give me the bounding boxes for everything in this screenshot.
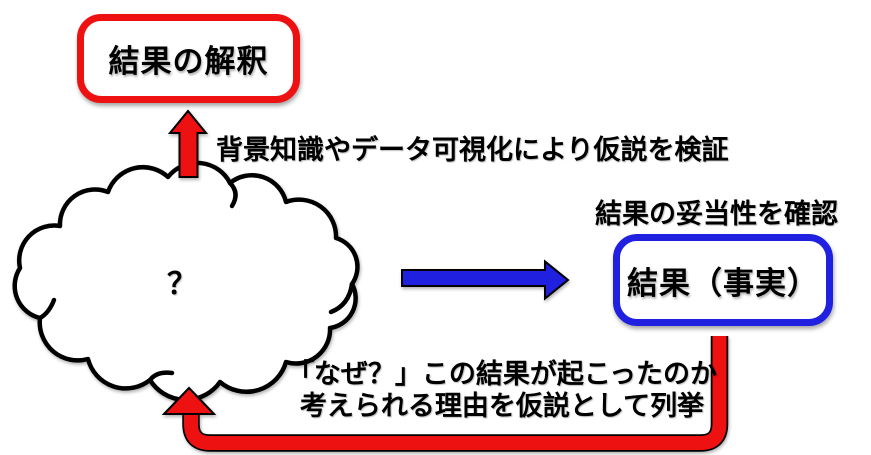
result-box: 結果（事実）	[613, 234, 833, 326]
annotation-why: 「なぜ？」この結果が起こったのか 考えられる理由を仮説として列挙	[280, 358, 724, 422]
question-mark-label: ？	[167, 268, 197, 301]
result-box-label: 結果（事実）	[627, 265, 819, 301]
feedback-arrowhead-icon	[161, 386, 217, 415]
interpretation-box: 結果の解釈	[77, 14, 300, 103]
annotation-verify-hypothesis: 背景知識やデータ可視化により仮説を検証	[216, 135, 729, 165]
annotation-check-validity: 結果の妥当性を確認	[595, 199, 838, 229]
annotation-why-line2: 考えられる理由を仮説として列挙	[299, 391, 705, 421]
up-arrow-icon	[167, 109, 209, 178]
interpretation-box-label: 結果の解釈	[108, 44, 269, 79]
cloud-hooks	[37, 180, 355, 383]
annotation-why-line1: 「なぜ？」この結果が起こったのか	[286, 359, 718, 389]
feedback-arrow	[161, 336, 729, 452]
right-arrow-icon	[401, 259, 570, 301]
